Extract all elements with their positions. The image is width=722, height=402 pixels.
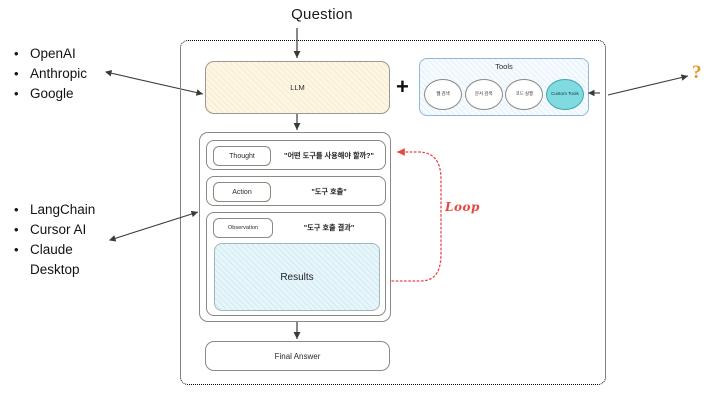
tool-code-execution-label: 코드 실행 — [515, 91, 533, 97]
thought-text: "어떤 도구를 사용해야 할까?" — [284, 151, 374, 160]
action-text: "도구 호출" — [311, 187, 347, 196]
page-title: Question — [291, 6, 353, 23]
observation-row: Observation "도구 호출 결과" Results — [206, 212, 386, 316]
tools-title: Tools — [495, 62, 513, 71]
tool-web-search-label: 웹 검색 — [436, 91, 450, 97]
list-item: OpenAI — [10, 44, 87, 64]
list-item: Anthropic — [10, 64, 87, 84]
action-row: Action "도구 호출" — [206, 176, 386, 206]
observation-text: "도구 호출 결과" — [303, 223, 355, 232]
frameworks-list: LangChain Cursor AI Claude Desktop — [10, 200, 95, 280]
llm-box: LLM — [205, 61, 390, 114]
providers-list: OpenAI Anthropic Google — [10, 44, 87, 104]
reasoning-group: Thought "어떤 도구를 사용해야 할까?" Action "도구 호출"… — [199, 132, 391, 322]
tools-row: 웹 검색 문서 검색 코드 실행 Custom Tools — [424, 76, 584, 112]
tool-custom-tools[interactable]: Custom Tools — [545, 78, 584, 110]
list-item: Cursor AI — [10, 220, 95, 240]
tool-code-execution[interactable]: 코드 실행 — [505, 78, 544, 110]
llm-label: LLM — [290, 83, 305, 92]
thought-tag: Thought — [213, 146, 271, 166]
action-tag: Action — [213, 182, 271, 202]
final-answer-label: Final Answer — [274, 351, 321, 361]
tool-custom-tools-label: Custom Tools — [551, 91, 579, 97]
arrow-tools-to-unknown — [607, 74, 689, 96]
results-label: Results — [280, 271, 314, 283]
results-box: Results — [214, 243, 380, 311]
unknown-question-mark: ? — [692, 62, 702, 83]
list-item: LangChain — [10, 200, 95, 220]
tool-document-search-label: 문서 검색 — [474, 91, 493, 97]
tools-box: Tools 웹 검색 문서 검색 코드 실행 Custom Tools — [419, 58, 589, 116]
tool-web-search[interactable]: 웹 검색 — [424, 78, 462, 110]
thought-row: Thought "어떤 도구를 사용해야 할까?" — [206, 140, 386, 170]
loop-label: Loop — [445, 200, 480, 214]
plus-icon: + — [396, 74, 409, 99]
list-item: Claude Desktop — [10, 240, 95, 280]
list-item: Google — [10, 84, 87, 104]
final-answer-box: Final Answer — [205, 341, 390, 371]
tool-document-search[interactable]: 문서 검색 — [464, 78, 503, 110]
observation-tag: Observation — [213, 218, 273, 238]
